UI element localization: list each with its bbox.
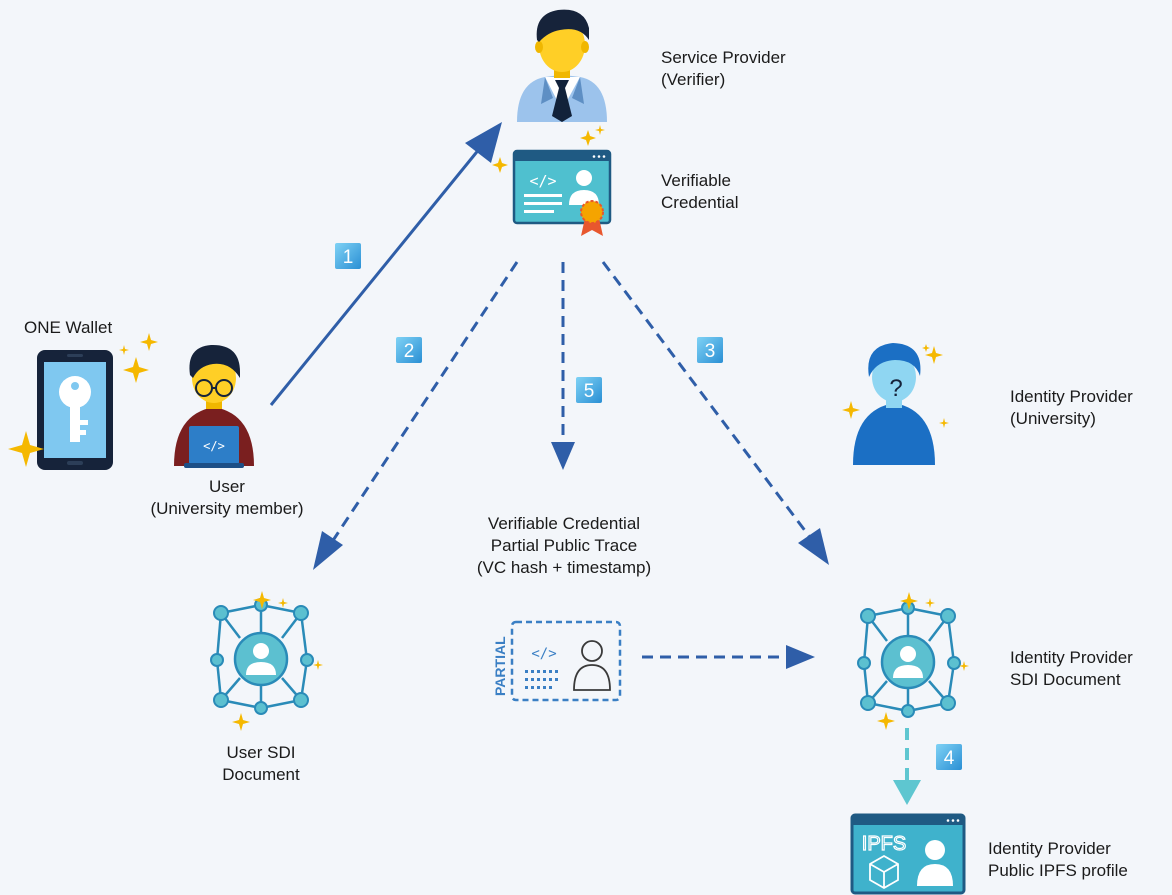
step-badge-4: 4: [936, 744, 962, 770]
arrow-trace-to-idp: [642, 645, 815, 669]
sparkle-icons: [8, 125, 969, 731]
service-provider-label: Service Provider (Verifier): [661, 48, 786, 89]
svg-text:IPFS: IPFS: [862, 833, 906, 855]
identity-provider-sdi-network-icon: [857, 601, 961, 718]
verifiable-credential-icon: </>: [512, 149, 612, 236]
arrow-1: [269, 122, 502, 406]
user-label: User (University member): [150, 477, 304, 518]
svg-text:</>: </>: [531, 646, 556, 662]
step-badge-2: 2: [396, 337, 422, 363]
svg-text:PARTIAL: PARTIAL: [492, 636, 508, 696]
step-badge-1: 1: [335, 243, 361, 269]
svg-text:3: 3: [705, 341, 716, 362]
step-badge-5: 5: [576, 377, 602, 403]
svg-text:</>: </>: [529, 172, 556, 190]
identity-provider-university-icon: ?: [853, 343, 935, 465]
arrow-5: [551, 262, 575, 470]
identity-provider-university-label: Identity Provider (University): [1010, 387, 1133, 428]
partial-credential-icon: PARTIAL </>: [492, 620, 622, 702]
arrow-3: [601, 261, 829, 565]
identity-provider-ipfs-label: Identity Provider Public IPFS profile: [988, 839, 1128, 880]
identity-provider-sdi-label: Identity Provider SDI Document: [1010, 648, 1133, 689]
svg-text:</>: </>: [203, 439, 225, 453]
svg-text:?: ?: [889, 375, 902, 402]
svg-text:4: 4: [944, 748, 955, 769]
verifiable-credential-label: Verifiable Credential: [661, 171, 739, 212]
step-badge-3: 3: [697, 337, 723, 363]
user-sdi-network-icon: [210, 598, 314, 715]
ipfs-profile-icon: IPFS: [850, 813, 966, 895]
user-icon: </>: [174, 344, 254, 468]
svg-text:2: 2: [404, 341, 415, 362]
svg-text:1: 1: [343, 247, 354, 268]
wallet-label: ONE Wallet: [24, 318, 113, 337]
arrow-2: [313, 261, 519, 570]
user-sdi-document-label: User SDI Document: [222, 743, 300, 784]
svg-text:5: 5: [584, 381, 595, 402]
vc-partial-trace-label: Verifiable Credential Partial Public Tra…: [476, 514, 652, 577]
arrow-4: [893, 728, 921, 805]
service-provider-icon: [517, 9, 607, 122]
wallet-phone-icon: [37, 350, 113, 470]
